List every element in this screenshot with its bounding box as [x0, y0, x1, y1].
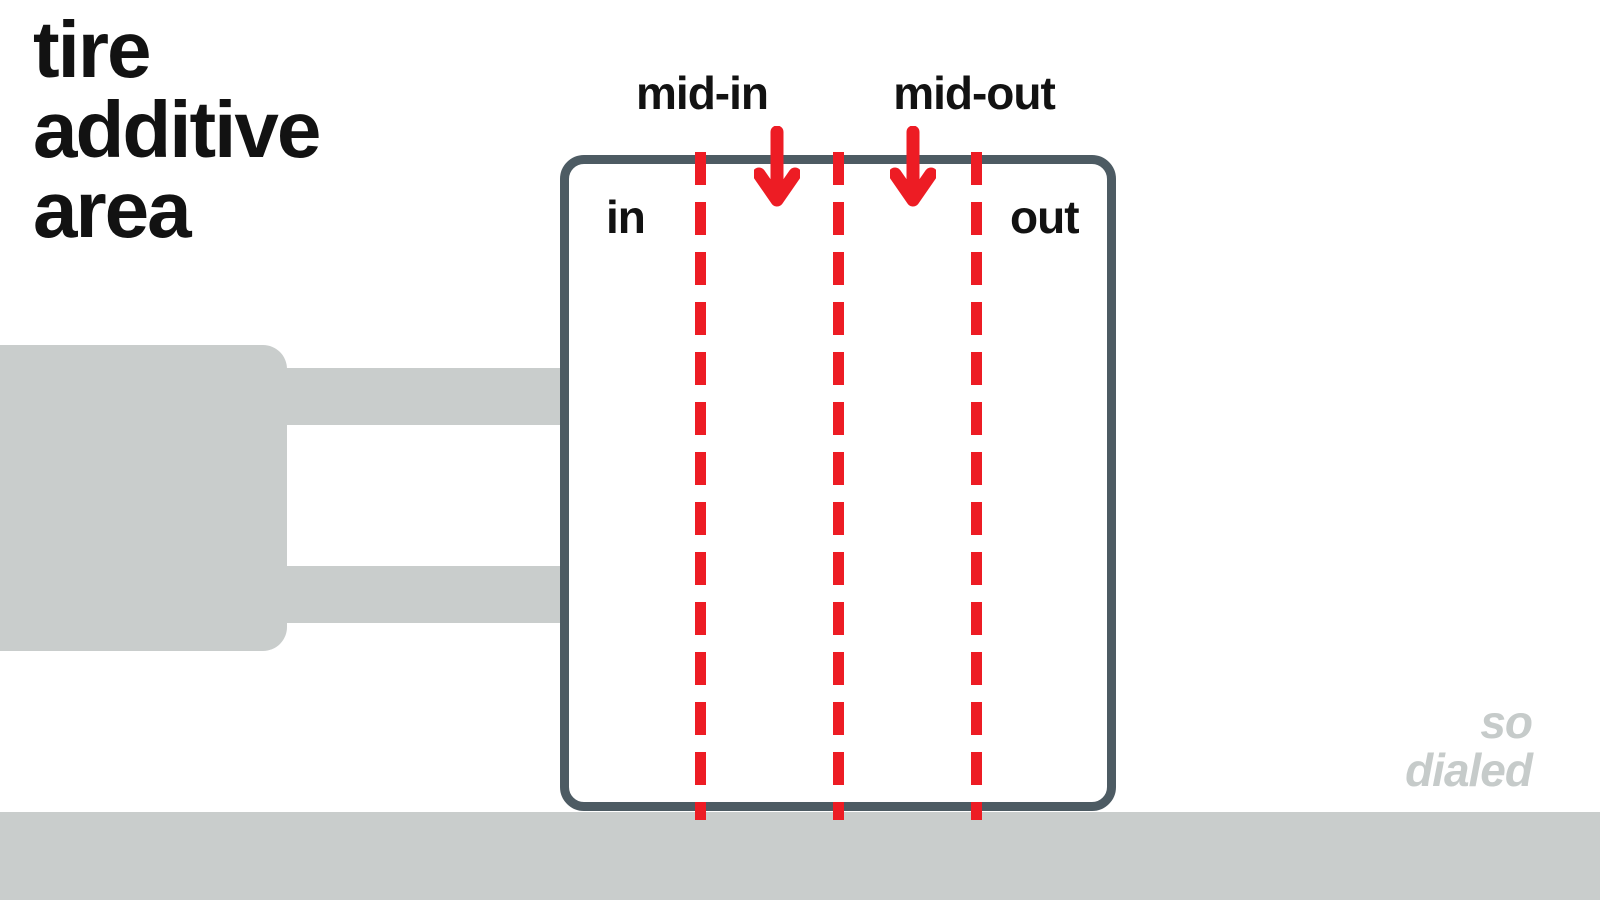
- watermark-line-2: dialed: [1405, 744, 1533, 797]
- so-dialed-watermark: so dialed: [1405, 696, 1533, 797]
- label-out: out: [1010, 191, 1080, 243]
- dashed-divider-1: [695, 152, 706, 820]
- down-arrow-path: [754, 126, 800, 207]
- axle-arm-upper: [270, 368, 566, 425]
- ground-bar: [0, 812, 1600, 900]
- label-mid-in: mid-in: [636, 67, 769, 119]
- label-mid-out: mid-out: [893, 67, 1056, 119]
- axle-arm-lower: [270, 566, 566, 623]
- label-in: in: [606, 191, 646, 243]
- mid-out-arrow-icon: [890, 126, 936, 207]
- dashed-divider-2: [833, 152, 844, 820]
- title-line-1: tire: [33, 5, 152, 94]
- page-title: tire additive area: [33, 5, 321, 254]
- title-line-3: area: [33, 165, 192, 254]
- title-line-2: additive: [33, 85, 321, 174]
- axle-hub-block: [0, 345, 287, 651]
- mid-in-arrow-icon: [754, 126, 800, 207]
- dashed-divider-3: [971, 152, 982, 820]
- watermark-line-1: so: [1480, 696, 1533, 748]
- down-arrow-path: [890, 126, 936, 207]
